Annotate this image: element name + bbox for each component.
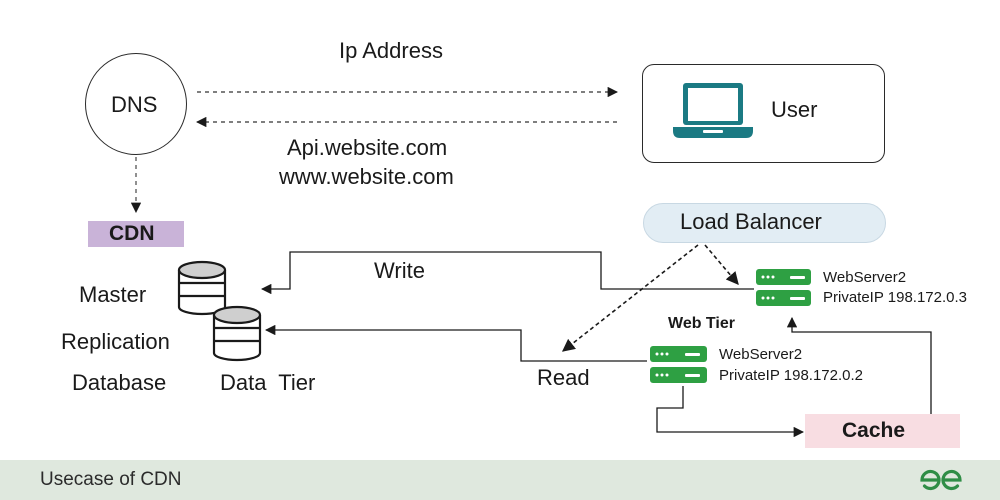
user-node [642, 64, 885, 163]
cdn-node [88, 221, 184, 247]
cache-node [805, 414, 960, 448]
lb-to-read-arrow [561, 244, 699, 352]
footer-bar: Usecase of CDN [0, 460, 1000, 500]
dns-label: DNS [111, 92, 158, 117]
replication-database-icon [212, 305, 262, 362]
web-tier-label: Web Tier [668, 315, 735, 332]
write-path-arrow [260, 251, 754, 295]
domain-api: Api.website.com [287, 135, 448, 160]
lb-to-webserver-top-arrow [704, 244, 739, 285]
user-label: User [771, 97, 818, 122]
geeksforgeeks-logo-icon [920, 469, 962, 491]
cache-to-server-arrow [786, 316, 932, 414]
laptop-icon [673, 83, 753, 138]
dns-node [85, 53, 187, 155]
database-label: Database [72, 370, 167, 395]
cache-label: Cache [842, 419, 906, 442]
load-balancer-label: Load Balancer [680, 209, 822, 234]
master-label: Master [79, 282, 147, 307]
server-icon-bottom [650, 346, 707, 383]
data-tier-label: Data Tier [220, 370, 316, 395]
server-to-cache-arrow [656, 386, 805, 438]
server-icon-top [756, 269, 811, 306]
write-label: Write [374, 258, 425, 283]
replication-label: Replication [61, 329, 170, 354]
load-balancer-node [643, 203, 886, 243]
cdn-label: CDN [109, 222, 155, 245]
domain-www: www.website.com [279, 164, 454, 189]
webserver-top-ip: PrivateIP 198.172.0.3 [823, 289, 967, 306]
footer-title: Usecase of CDN [40, 469, 182, 490]
webserver-bottom-ip: PrivateIP 198.172.0.2 [719, 367, 863, 384]
ip-address-label: Ip Address [339, 38, 443, 63]
read-label: Read [537, 365, 590, 390]
webserver-top-name: WebServer2 [823, 269, 907, 286]
master-database-icon [177, 260, 227, 316]
read-path-arrow [264, 324, 647, 362]
webserver-bottom-name: WebServer2 [719, 346, 803, 363]
